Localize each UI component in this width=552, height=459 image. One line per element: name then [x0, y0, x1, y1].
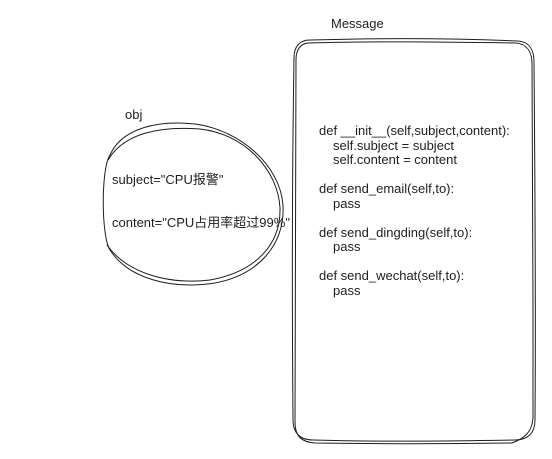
message-class-title: Message [331, 16, 384, 31]
code-line-init-content: self.content = content [333, 152, 457, 167]
code-line-init-subject: self.subject = subject [333, 137, 455, 153]
object-label: obj [125, 107, 143, 122]
code-line-send-email-def: def send_email(self,to): [319, 181, 455, 196]
code-line-blank [319, 211, 510, 226]
code-line-send-dingding-def: def send_dingding(self,to): [319, 224, 473, 240]
object-subject-attribute: subject="CPU报警" [112, 172, 224, 187]
code-line-send-dingding-pass: pass [333, 239, 361, 254]
object-content-attribute: content="CPU占用率超过99%" [112, 215, 290, 230]
message-class-box [291, 38, 536, 445]
object-circle [102, 122, 284, 286]
code-line-blank [319, 255, 510, 270]
code-line-send-email-pass: pass [333, 195, 361, 211]
code-line-send-wechat-pass: pass [333, 282, 361, 298]
message-class-code: def __init__(self,subject,content): self… [319, 123, 510, 298]
code-line-blank [319, 168, 510, 183]
code-line-send-wechat-def: def send_wechat(self,to): [319, 268, 465, 283]
code-line-init-def: def __init__(self,subject,content): [319, 123, 510, 138]
